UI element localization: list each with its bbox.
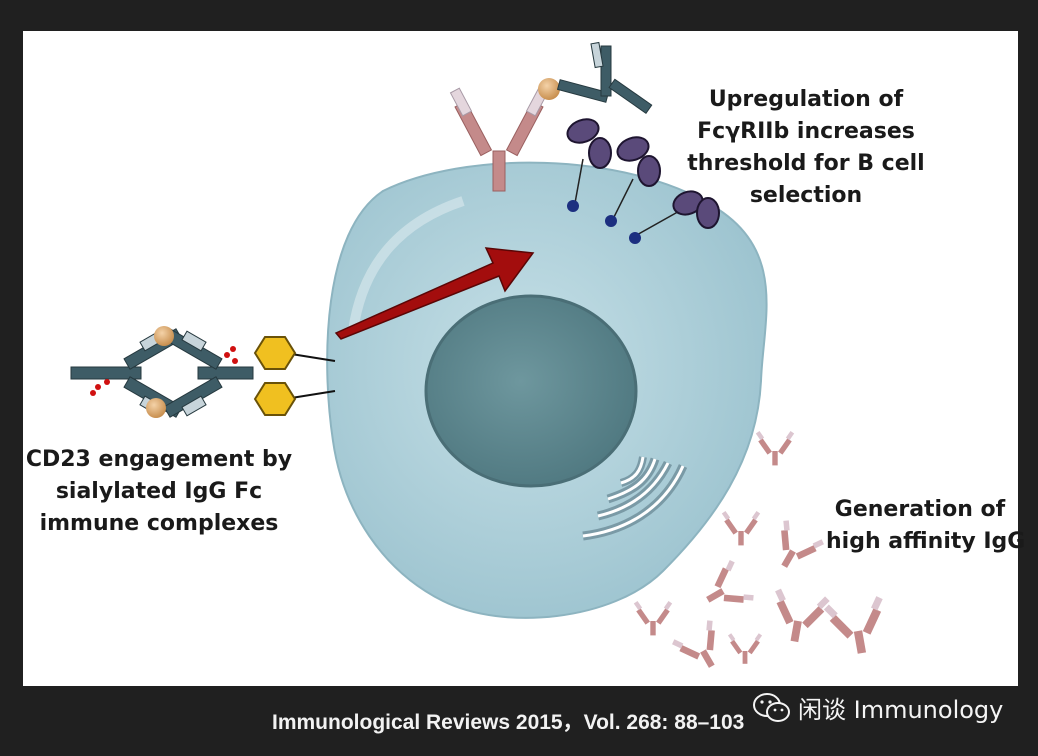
label-igg-generation: Generation of high affinity IgG (826, 497, 1026, 554)
golgi-apparatus (582, 456, 688, 541)
label-cd23-engagement: CD23 engagement by sialylated IgG Fc imm… (25, 447, 293, 536)
fcgriib-receptors (566, 118, 720, 244)
wechat-icon (753, 692, 790, 722)
cd23-receptors (253, 336, 336, 416)
sialic-acid-dots (90, 346, 238, 396)
watermark: 闲谈 Immunology (752, 690, 1003, 725)
watermark-text: 闲谈 Immunology (798, 696, 1004, 724)
teal-antibody (556, 41, 653, 114)
label-fcgriib-upregulation: Upregulation of FcγRIIb increases thresh… (687, 87, 925, 208)
figure-caption: Immunological Reviews 2015，Vol. 268: 88–… (272, 711, 745, 734)
figure-panel: Upregulation of FcγRIIb increases thresh… (23, 31, 1026, 686)
nucleus (424, 294, 638, 488)
upregulation-arrow (334, 247, 535, 340)
surface-antibody (449, 87, 549, 192)
sialic-bead (538, 78, 560, 100)
b-cell-diagram (70, 41, 892, 678)
